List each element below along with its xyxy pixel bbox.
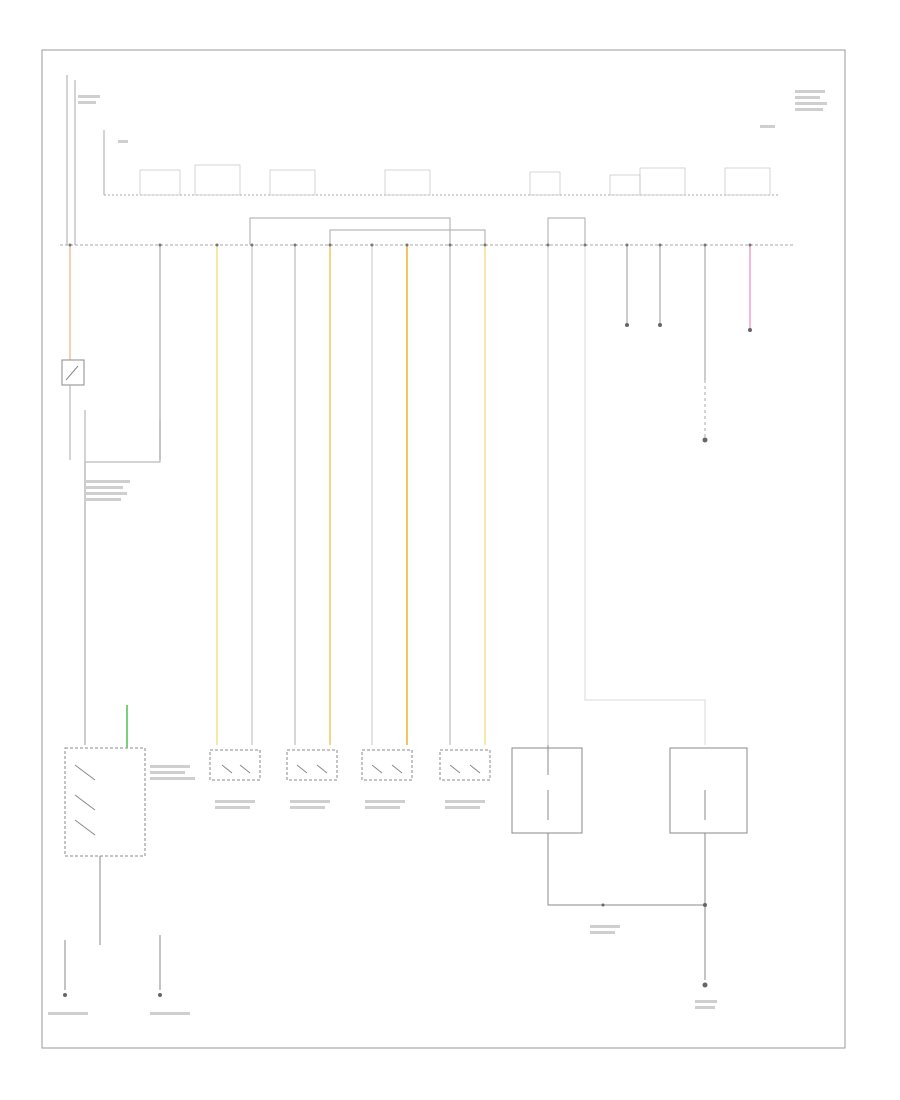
left-switch-upper — [61, 359, 161, 463]
switch-box-1 — [209, 749, 261, 781]
top-module-blocks — [139, 164, 771, 196]
ground-terminals-left — [63, 993, 162, 997]
wire-12 — [584, 245, 706, 745]
upper-crossovers — [249, 217, 586, 245]
lock-switch-right — [669, 747, 748, 980]
ground-terminals-top — [625, 323, 752, 443]
ground-terminals-bottom-right — [601, 903, 708, 988]
bus-pin-markers — [68, 243, 752, 247]
switch-box-4 — [439, 749, 491, 781]
lock-switch-left — [511, 745, 705, 906]
vertical-wires — [69, 245, 751, 745]
left-switch-module — [64, 747, 146, 990]
diagram-frame — [41, 49, 846, 1049]
switch-box-2 — [286, 749, 338, 781]
switch-box-3 — [361, 749, 413, 781]
power-feed — [66, 75, 780, 245]
illegible-label-marks — [48, 90, 827, 1015]
